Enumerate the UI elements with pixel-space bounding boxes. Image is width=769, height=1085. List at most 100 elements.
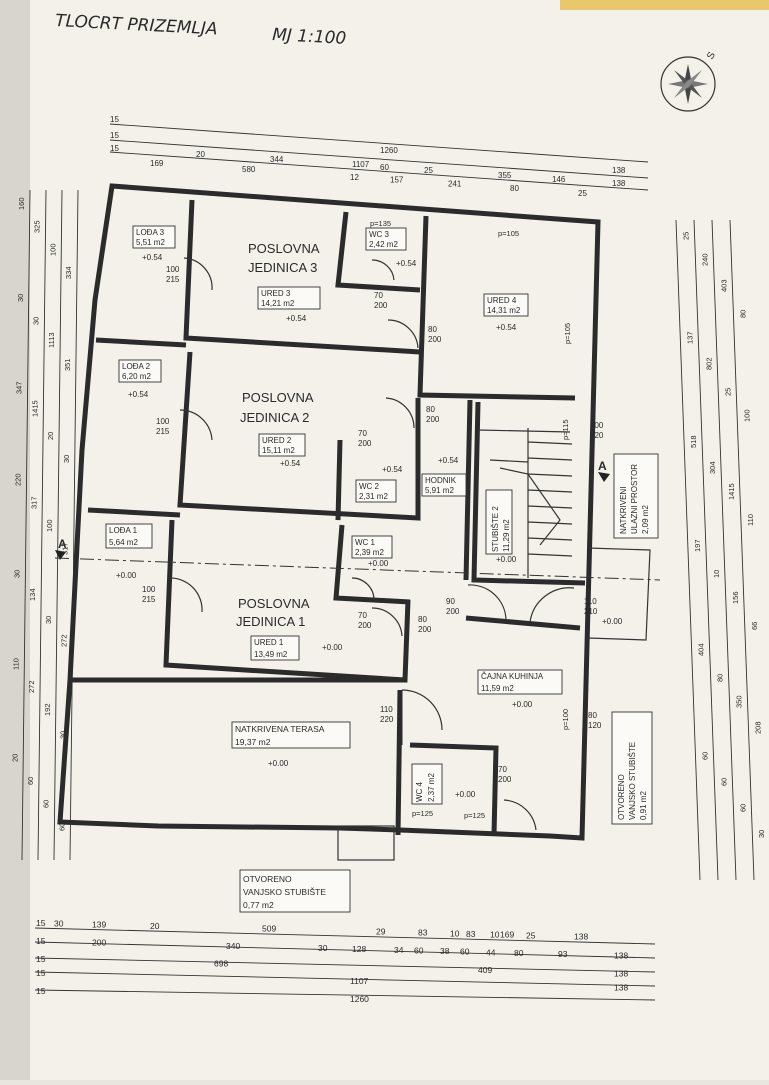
right-dimension-value: 10	[712, 570, 721, 578]
svg-text:WC 1: WC 1	[355, 538, 376, 547]
bottom-dimension-value: 60	[460, 947, 470, 957]
room-level: +0.54	[128, 390, 149, 399]
door-width: 100	[156, 417, 170, 426]
room-loda2: LOĐA 2 6,20 m2 +0.54	[118, 359, 162, 399]
bottom-dimension-value: 15	[36, 986, 46, 996]
top-dimension-value: 25	[424, 166, 433, 175]
bottom-dimension-value: 30	[54, 918, 64, 928]
bottom-dimension-value: 10	[490, 929, 500, 939]
top-dimension-value: 146	[552, 175, 566, 184]
right-dimension-value: 110	[746, 514, 755, 526]
top-dimensions	[109, 123, 649, 191]
right-dimension-value: 25	[723, 388, 732, 396]
svg-text:URED 3: URED 3	[261, 289, 291, 298]
right-dimension-value: 518	[689, 435, 698, 448]
left-dimension-value: 30	[62, 455, 71, 463]
left-dimension-value: 30	[32, 317, 41, 325]
left-dimension-value: 60	[42, 800, 51, 808]
right-dimension-value: 197	[693, 539, 702, 552]
right-dimension-value: 80	[716, 674, 725, 682]
room-ured2: URED 2 15,11 m2 +0.54	[258, 433, 306, 468]
svg-text:2,31 m2: 2,31 m2	[359, 492, 388, 501]
svg-text:+0.54: +0.54	[396, 259, 417, 268]
svg-text:WC 3: WC 3	[369, 230, 390, 239]
door-height: 120	[590, 431, 604, 440]
svg-text:+0.54: +0.54	[496, 323, 517, 332]
room-ured1: URED 1 13,49 m2 +0.00	[250, 635, 343, 661]
svg-text:+0.00: +0.00	[455, 790, 476, 799]
bottom-dimension-value: 169	[500, 930, 514, 940]
left-dimension-value: 60	[57, 823, 66, 831]
bottom-dimension-value: 10	[450, 928, 460, 938]
bottom-dimension-value: 93	[558, 949, 568, 959]
svg-text:0,91 m2: 0,91 m2	[639, 791, 648, 820]
top-dimension-value: 1107	[352, 160, 370, 169]
svg-text:11,29 m2: 11,29 m2	[502, 519, 511, 552]
left-dimension-value: 20	[10, 754, 19, 762]
left-dimension-value: 325	[33, 220, 42, 233]
top-dimension-value: 1260	[380, 146, 398, 155]
plan-scale: MJ 1:100	[272, 25, 347, 49]
room-area: 5,51 m2	[136, 238, 165, 247]
bottom-dimension-value: 83	[418, 928, 428, 938]
bottom-dimension-value: 29	[376, 927, 386, 937]
door-width: 80	[588, 711, 597, 720]
door-height: 200	[426, 415, 440, 424]
top-dimension-value: 25	[578, 189, 587, 198]
svg-text:11,59 m2: 11,59 m2	[481, 684, 514, 693]
room-area: 5,64 m2	[109, 538, 138, 547]
room-wc3: WC 3 2,42 m2 +0.54	[365, 227, 417, 268]
left-dimension-value: 30	[59, 731, 68, 739]
left-dimension-value: 1113	[47, 332, 56, 348]
door-height: 200	[358, 439, 372, 448]
svg-text:WC 2: WC 2	[359, 482, 380, 491]
svg-text:HODNIK: HODNIK	[425, 476, 457, 485]
top-dimension-value: 241	[448, 180, 462, 189]
room-name: LOĐA 1	[109, 526, 138, 535]
svg-text:URED 4: URED 4	[487, 296, 517, 305]
svg-text:+0.54: +0.54	[286, 314, 307, 323]
door-width: 100	[590, 421, 604, 430]
bottom-dimension-value: 15	[36, 968, 46, 978]
svg-text:19,37 m2: 19,37 m2	[235, 737, 271, 747]
top-dimension-value: 355	[498, 171, 512, 180]
right-dimension-value: 100	[742, 409, 751, 422]
door-height: 220	[380, 715, 394, 724]
room-hodnik: HODNIK 5,91 m2 +0.54	[421, 456, 467, 497]
top-dimension-value: 138	[612, 179, 626, 188]
right-dimension-value: 137	[685, 331, 694, 344]
bottom-dimension-value: 38	[440, 946, 450, 956]
left-dimension-value: 20	[46, 432, 55, 440]
door-height: 215	[156, 427, 170, 436]
top-dimension-value: 80	[510, 184, 519, 193]
right-dimension-value: 404	[697, 643, 706, 656]
door-height: 200	[358, 621, 372, 630]
left-dimension-value: 351	[63, 358, 72, 371]
svg-text:OTVORENO: OTVORENO	[243, 874, 292, 884]
svg-text:+0.00: +0.00	[368, 559, 389, 568]
door-width: 70	[358, 429, 367, 438]
door-width: 80	[426, 405, 435, 414]
left-dimension-value: 347	[15, 381, 24, 394]
section-mark-right: A	[598, 459, 607, 473]
bottom-dimension-value: 409	[478, 965, 492, 975]
svg-text:POSLOVNA: POSLOVNA	[242, 390, 314, 405]
room-vanjsko-stubiste-desno: OTVORENO VANJSKO STUBIŠTE 0,91 m2	[611, 711, 653, 825]
left-dimension-value: 30	[12, 570, 21, 578]
right-dimension-value: 60	[700, 752, 709, 760]
bottom-dimension-value: 44	[486, 947, 496, 957]
top-dimension-value: 12	[350, 173, 359, 182]
svg-text:+0.00: +0.00	[322, 643, 343, 652]
right-dimension-value: 350	[735, 695, 744, 708]
svg-text:13,49 m2: 13,49 m2	[254, 650, 288, 659]
door-height: 200	[374, 301, 388, 310]
bottom-dimension-value: 138	[614, 950, 628, 960]
north-compass-icon: S	[660, 50, 718, 112]
left-dimension-value: 317	[61, 542, 70, 555]
bottom-dimension-value: 138	[614, 968, 628, 978]
room-ured4: URED 4 14,31 m2 +0.54	[483, 293, 529, 332]
svg-text:+0.00: +0.00	[512, 700, 533, 709]
